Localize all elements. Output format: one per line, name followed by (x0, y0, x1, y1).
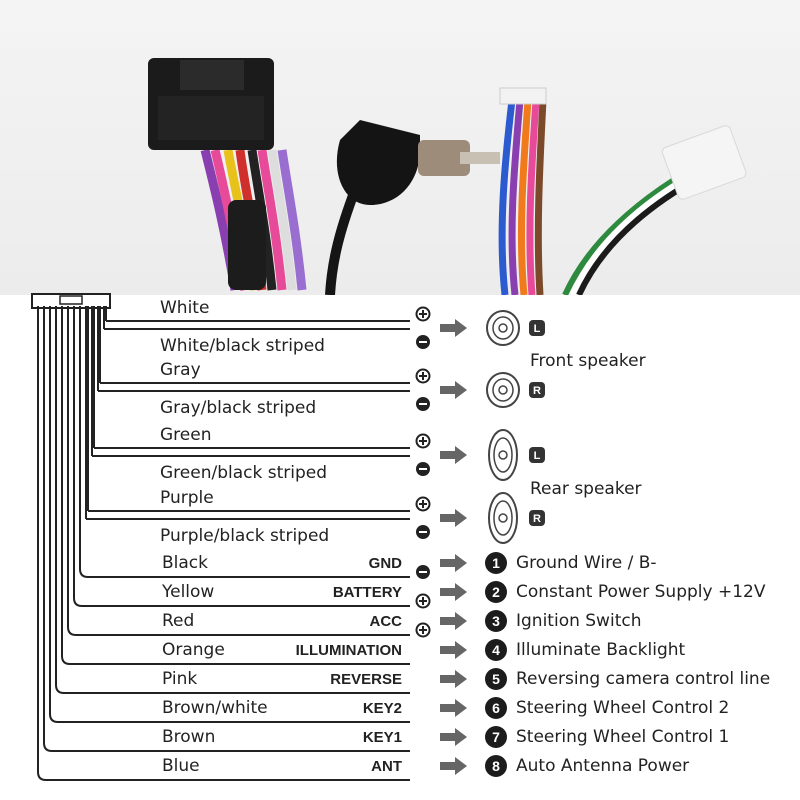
rear-speaker-label: Rear speaker (530, 479, 642, 499)
step-number-badge (485, 668, 507, 690)
step-number: 6 (492, 700, 500, 716)
plus-sign (419, 372, 427, 380)
function-wire (43, 306, 410, 752)
speaker-wire-pos-label: Gray (160, 360, 201, 380)
speaker-dome (498, 385, 508, 395)
function-description: Steering Wheel Control 2 (516, 698, 729, 718)
arrow-right-icon (440, 446, 467, 464)
speaker-dome (498, 513, 508, 523)
step-number: 1 (492, 555, 500, 571)
function-wire-code: ILLUMINATION (296, 642, 402, 659)
speaker-wire-pos-label: Purple (160, 488, 214, 508)
function-wire-color: Brown (162, 727, 215, 747)
speaker-wire-neg-label: White/black striped (160, 336, 325, 356)
channel-badge-label: L (534, 450, 541, 462)
function-wire-color: Black (162, 553, 208, 573)
speaker-wire-drop (91, 306, 95, 456)
function-description: Illuminate Backlight (516, 640, 686, 660)
function-wire (37, 306, 410, 781)
step-number-badge (485, 610, 507, 632)
function-wire-color: Brown/white (162, 698, 268, 718)
channel-badge (529, 447, 545, 463)
function-wire-code: KEY2 (363, 700, 402, 717)
function-wire-code: REVERSE (330, 671, 402, 688)
small-connector (562, 125, 747, 295)
step-number-badge (485, 639, 507, 661)
speaker-bundle (498, 87, 547, 295)
main-connector-plug (148, 58, 307, 291)
function-wire-color: Yellow (161, 582, 214, 602)
channel-badge (529, 510, 545, 526)
arrow-right-icon (440, 381, 467, 399)
function-wire (49, 306, 410, 723)
plus-sign (419, 597, 427, 605)
speaker-wire-neg-label: Purple/black striped (160, 526, 329, 546)
plus-sign (419, 310, 427, 318)
channel-badge (529, 320, 545, 336)
step-number: 5 (492, 671, 500, 687)
speaker-wire-drop (85, 306, 89, 519)
plus-sign (419, 500, 427, 508)
step-number-badge (485, 581, 507, 603)
arrow-right-icon (440, 699, 467, 717)
function-wire-code: GND (369, 555, 403, 572)
function-wire (73, 306, 410, 607)
arrow-right-icon (440, 554, 467, 572)
step-number-badge (485, 552, 507, 574)
function-wire-color: Red (162, 611, 194, 631)
step-number-badge (485, 697, 507, 719)
speaker-dome (498, 450, 508, 460)
step-number: 3 (492, 613, 500, 629)
harness-photo (0, 0, 800, 295)
step-number: 7 (492, 729, 500, 745)
function-description: Constant Power Supply +12V (516, 582, 766, 602)
arrow-right-icon (440, 583, 467, 601)
arrow-right-icon (440, 612, 467, 630)
speaker-wire-pos-label: Green (160, 425, 211, 445)
speaker-dome (498, 323, 508, 333)
function-description: Ground Wire / B- (516, 553, 657, 573)
plus-sign (419, 437, 427, 445)
arrow-right-icon (440, 509, 467, 527)
channel-badge-label: R (533, 385, 541, 397)
step-number: 4 (492, 642, 500, 658)
function-wire (79, 306, 410, 578)
arrow-right-icon (440, 728, 467, 746)
step-number: 8 (492, 758, 500, 774)
function-wire (55, 306, 410, 694)
antenna-plug (325, 120, 500, 295)
function-wire-color: Pink (162, 669, 197, 689)
function-wire (67, 306, 410, 636)
arrow-right-icon (440, 757, 467, 775)
function-wire (61, 306, 410, 665)
channel-badge-label: L (534, 323, 541, 335)
plus-sign (419, 626, 427, 634)
arrow-right-icon (440, 670, 467, 688)
function-wire-code: BATTERY (333, 584, 402, 601)
arrow-right-icon (440, 641, 467, 659)
speaker-wire-neg-label: Gray/black striped (160, 398, 316, 418)
channel-badge (529, 382, 545, 398)
function-wire-color: Blue (162, 756, 200, 776)
function-wire-code: ANT (371, 758, 402, 775)
diagram-connector-tab (59, 295, 83, 305)
channel-badge-label: R (533, 513, 541, 525)
step-number-badge (485, 726, 507, 748)
front-speaker-label: Front speaker (530, 351, 646, 371)
speaker-wire-neg-label: Green/black striped (160, 463, 327, 483)
step-number: 2 (492, 584, 500, 600)
function-description: Ignition Switch (516, 611, 641, 631)
function-description: Auto Antenna Power (516, 756, 689, 776)
speaker-wire-drop (103, 306, 107, 329)
function-wire-color: Orange (162, 640, 225, 660)
function-description: Steering Wheel Control 1 (516, 727, 729, 747)
arrow-right-icon (440, 319, 467, 337)
function-description: Reversing camera control line (516, 669, 770, 689)
speaker-wire-drop (97, 306, 101, 391)
speaker-wire-pos-label: White (160, 298, 209, 318)
function-wire-code: KEY1 (363, 729, 402, 746)
function-wire-code: ACC (370, 613, 403, 630)
step-number-badge (485, 755, 507, 777)
